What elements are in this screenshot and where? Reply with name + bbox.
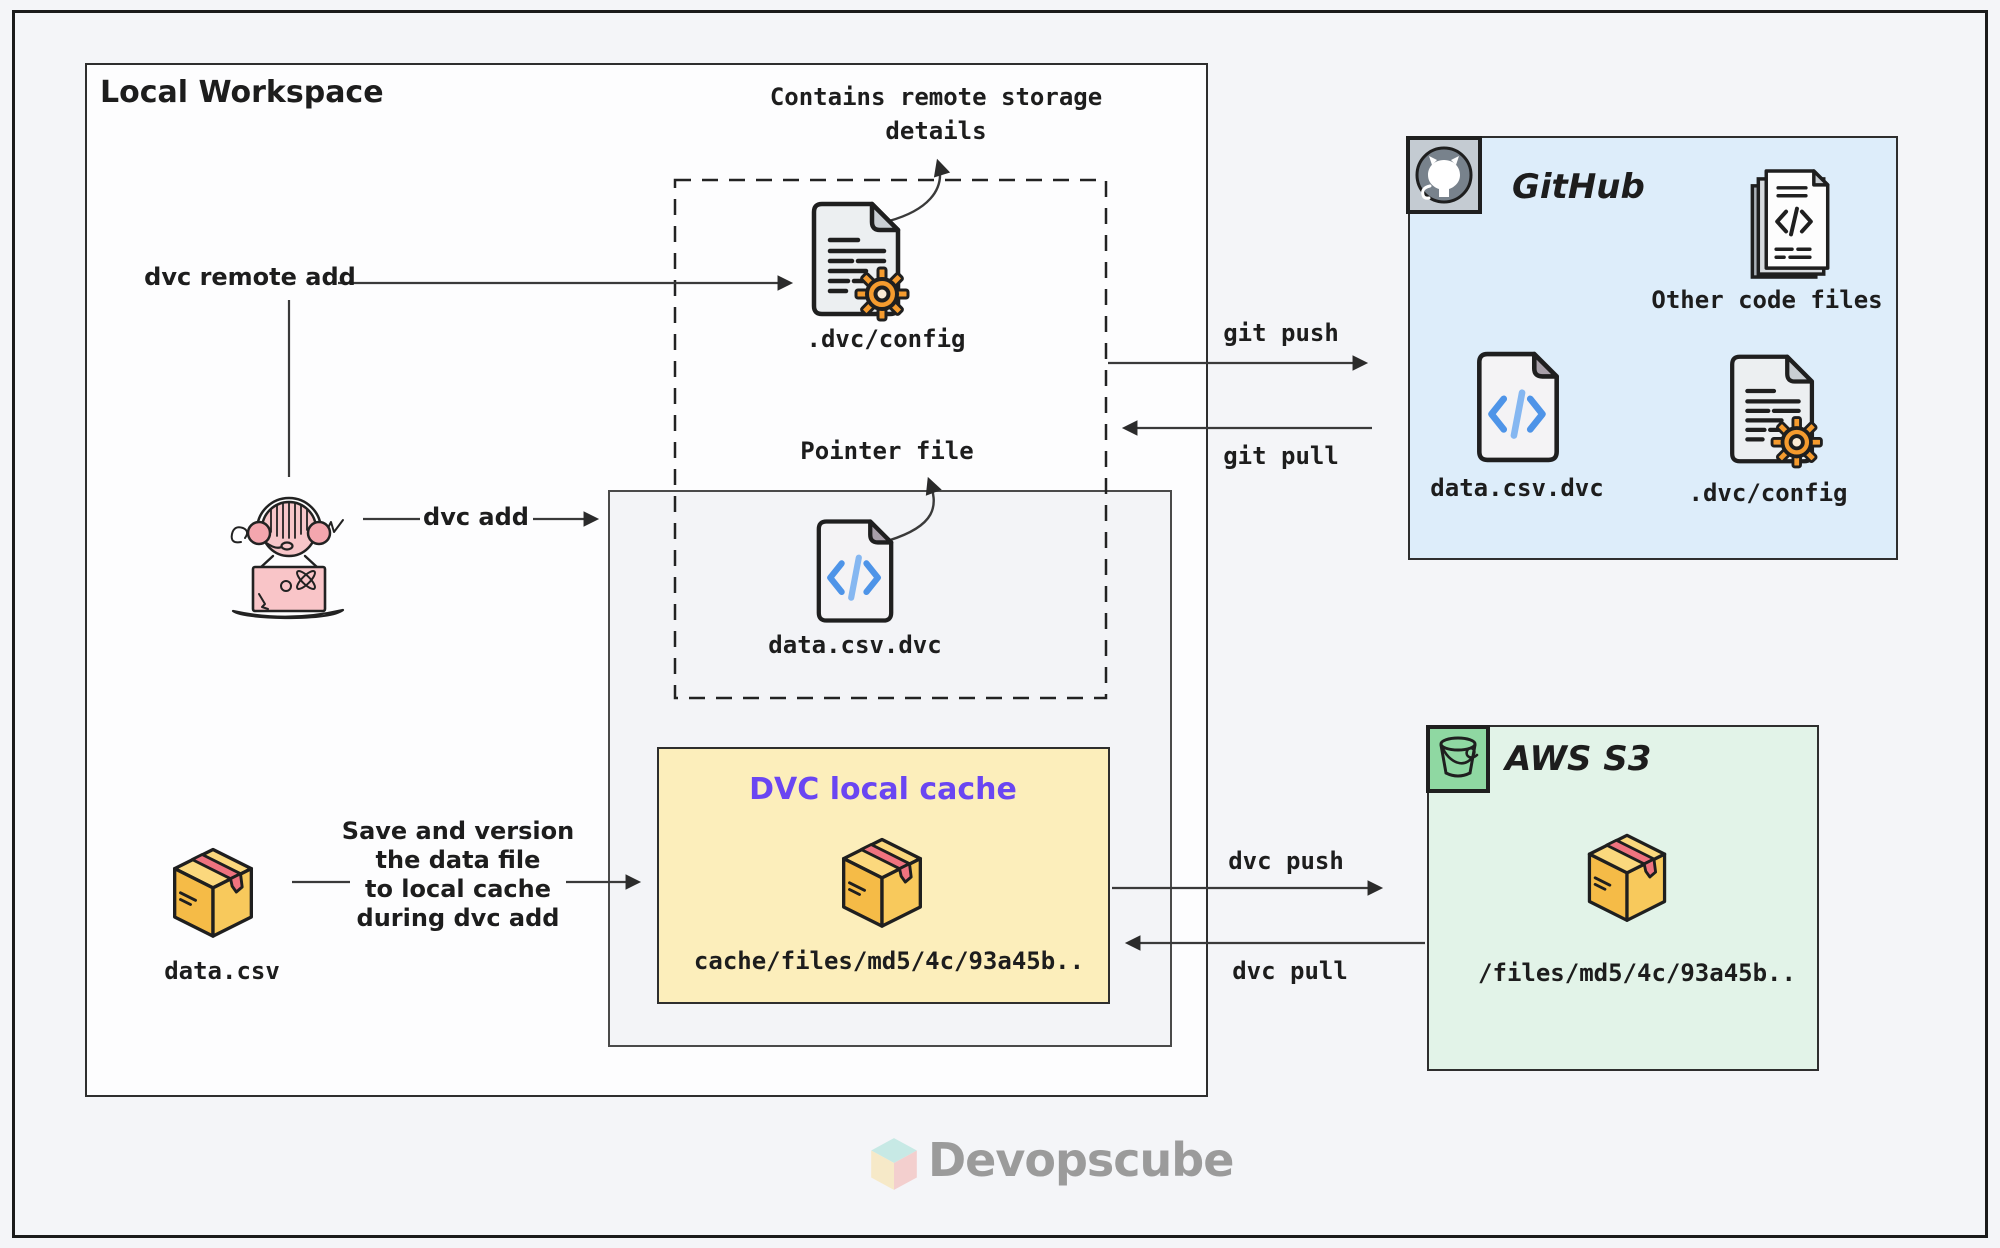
aws-s3-title: AWS S3 [1505,739,1652,779]
save-note-line1: Save and version [341,817,575,845]
outer-frame [12,10,1988,1238]
git-pull-label: git pull [1223,442,1339,470]
other-code-files-label: Other code files [1651,286,1883,314]
pointer-file-label: data.csv.dvc [768,631,942,659]
gear-glyph [854,266,910,322]
cache-path-label: cache/files/md5/4c/93a45b.. [693,947,1085,975]
person-at-laptop-icon [225,476,350,621]
github-config-file-label: .dvc/config [1688,479,1848,507]
s3-package-icon [1578,824,1676,930]
save-note-line2: the data file [375,846,541,874]
cache-package-icon [832,830,932,934]
config-note-line1: Contains remote storage [769,83,1103,111]
s3-path-label: /files/md5/4c/93a45b.. [1478,959,1796,987]
data-csv-package-icon [163,840,263,944]
other-code-files-icon [1748,168,1840,282]
github-pointer-file-label: data.csv.dvc [1430,474,1604,502]
dvc-config-file-icon [808,200,910,322]
data-csv-label: data.csv [164,957,280,985]
save-note-line3: to local cache [364,875,552,903]
brand-wordmark: Devopscube [928,1133,1234,1187]
cube-logo-icon [868,1136,920,1192]
dvc-local-cache-title: DVC local cache [749,772,1017,807]
dvc-add-label: dvc add [423,503,529,531]
dvc-pull-label: dvc pull [1232,957,1348,985]
s3-bucket-icon [1426,725,1490,793]
save-note-line4: during dvc add [356,904,560,932]
dvc-config-label: .dvc/config [806,325,966,353]
pointer-file-note: Pointer file [800,437,974,465]
github-octocat-icon [1406,136,1482,214]
github-pointer-file-icon [1475,350,1561,464]
git-push-label: git push [1223,319,1339,347]
config-note-line2: details [885,117,987,145]
dvc-remote-add-label: dvc remote add [144,263,356,291]
github-title: GitHub [1512,167,1645,207]
github-config-file-icon [1725,353,1823,469]
local-workspace-title: Local Workspace [100,75,384,110]
pointer-file-icon [815,516,895,626]
dvc-push-label: dvc push [1228,847,1344,875]
